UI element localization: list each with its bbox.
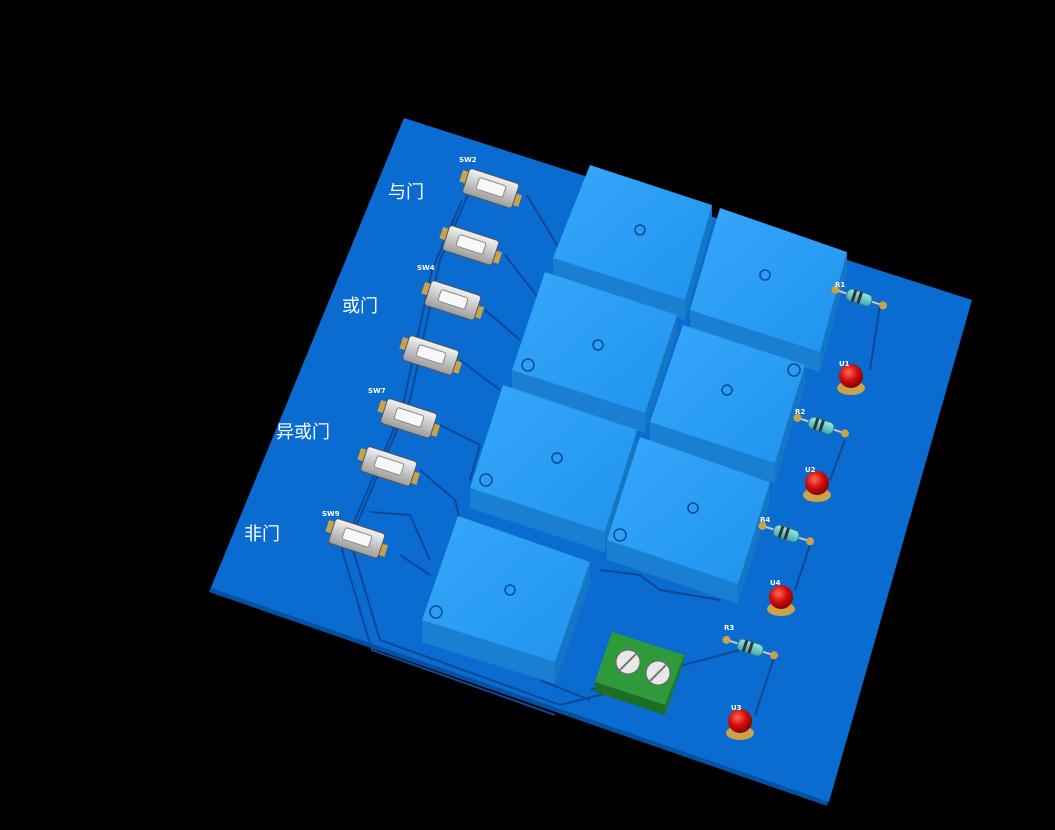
relay-3: [512, 272, 677, 433]
output-designators: U1 U2 U4 U3 R1 R2 R4 R3: [724, 281, 850, 712]
trace: [794, 544, 811, 591]
designator-r1: R1: [835, 281, 845, 289]
designator-u1: U1: [839, 360, 850, 368]
leds: [726, 364, 865, 740]
switch-designators: SW2 SW4 SW7 SW9: [322, 156, 477, 518]
terminal-block: [595, 632, 684, 715]
designator-r4: R4: [760, 516, 770, 524]
trace: [869, 304, 881, 371]
resistor-r1: [831, 285, 887, 310]
trace: [369, 511, 431, 561]
designator-u4: U4: [770, 579, 781, 587]
designator-sw4: SW4: [417, 264, 435, 272]
trace: [399, 554, 431, 576]
relay-6: [607, 437, 770, 604]
trace: [829, 439, 846, 481]
designator-sw7: SW7: [368, 387, 386, 395]
designator-u3: U3: [731, 704, 742, 712]
relays: [422, 165, 847, 684]
trace: [340, 199, 556, 716]
trace: [526, 194, 561, 251]
trace: [439, 424, 482, 481]
trace: [754, 654, 776, 716]
relay-1: [553, 165, 712, 320]
label-xor-gate: 异或门: [276, 422, 330, 443]
push-buttons: [325, 168, 523, 559]
relay-2: [690, 208, 847, 372]
designator-r2: R2: [795, 408, 805, 416]
designator-sw9: SW9: [322, 510, 340, 518]
switch-sw9: [325, 518, 389, 559]
resistor-r4: [758, 521, 814, 546]
pcb-traces: [340, 189, 881, 716]
switch-sw4: [421, 280, 485, 321]
relay-7: [422, 516, 590, 684]
trace: [484, 309, 521, 341]
switch-sw5: [399, 335, 463, 376]
switch-sw7: [377, 398, 441, 439]
switch-sw2: [459, 168, 523, 209]
label-or-gate: 或门: [342, 296, 378, 317]
switch-sw8: [357, 446, 421, 487]
resistor-r2: [793, 413, 849, 438]
switch-sw3: [439, 225, 503, 266]
led-u3: [726, 709, 754, 740]
label-not-gate: 非门: [244, 524, 280, 545]
relay-4: [650, 325, 805, 483]
designator-r3: R3: [724, 624, 734, 632]
label-and-gate: 与门: [388, 182, 424, 203]
led-u2: [803, 471, 831, 502]
trace: [599, 569, 721, 601]
trace: [459, 359, 501, 391]
designator-sw2: SW2: [459, 156, 477, 164]
trace: [504, 254, 541, 301]
led-u4: [767, 585, 795, 616]
resistors: [722, 285, 887, 660]
led-u1: [837, 364, 865, 395]
trace: [419, 469, 461, 521]
designator-u2: U2: [805, 466, 816, 474]
gate-labels: 与门 或门 异或门 非门: [244, 182, 424, 545]
trace: [539, 679, 591, 701]
resistor-r3: [722, 635, 778, 660]
